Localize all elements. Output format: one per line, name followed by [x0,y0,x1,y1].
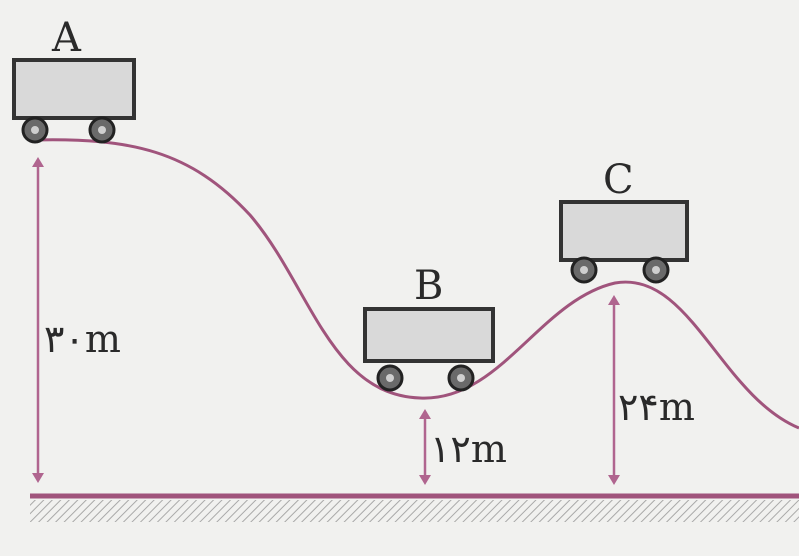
ground-hatching [30,500,799,522]
cart-a-label: A [52,15,81,61]
track-curve [34,138,799,430]
cart-c-wheel-right [642,256,670,284]
cart-a-wheel-right [88,116,116,144]
cart-b-label: B [414,263,444,309]
height-label-c: ۲۴m [618,385,696,429]
cart-b-wheel-left [376,364,404,392]
height-label-a: ۳۰m [44,317,122,361]
cart-b [363,307,495,392]
cart-a [12,58,136,144]
height-label-b: ۱۲m [430,427,508,471]
cart-a-wheel-left [21,116,49,144]
cart-c-wheel-left [570,256,598,284]
cart-c [559,200,689,284]
cart-c-label: C [603,157,634,203]
cart-b-wheel-right [447,364,475,392]
